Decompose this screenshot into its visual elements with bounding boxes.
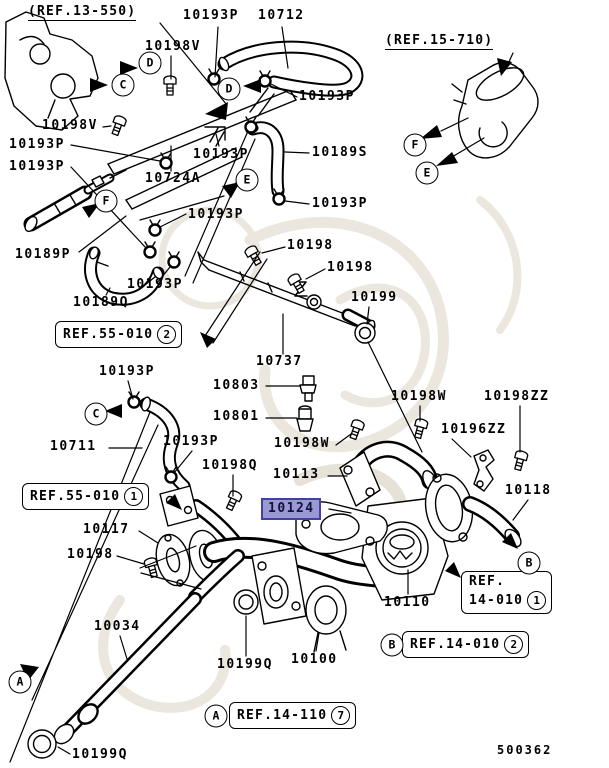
bracket-10196ZZ-art <box>473 449 495 492</box>
part-number-label[interactable]: 10198 <box>67 547 114 562</box>
part-number-label[interactable]: 10712 <box>258 8 305 23</box>
part-number-label[interactable]: 10198V <box>42 118 98 133</box>
leader-lines <box>9 22 529 763</box>
ref-link-underlined[interactable]: (REF.13-550) <box>28 4 137 21</box>
part-number-label[interactable]: 10193P <box>188 207 244 222</box>
part-number-label[interactable]: 10193P <box>99 364 155 379</box>
figure-code: 500362 <box>497 743 553 757</box>
ref-15-710-part-art <box>451 61 539 159</box>
view-marker-f: F <box>94 189 118 213</box>
part-number-label[interactable]: 10100 <box>291 652 338 667</box>
part-number-label-highlighted[interactable]: 10124 <box>261 498 321 520</box>
part-number-label[interactable]: 10711 <box>50 439 97 454</box>
pipe-10034-art <box>27 592 202 759</box>
part-number-label[interactable]: 10196ZZ <box>441 422 507 437</box>
part-number-label[interactable]: 10198ZZ <box>484 389 550 404</box>
part-number-label[interactable]: 10199Q <box>72 747 128 762</box>
ref-box-text: REF.55-010 <box>63 327 154 342</box>
part-number-label[interactable]: 10198W <box>274 436 330 451</box>
part-number-label[interactable]: 10801 <box>213 409 260 424</box>
ref-sheet-number-badge: 7 <box>331 706 351 725</box>
ref-sheet-number-badge: 2 <box>504 635 524 654</box>
part-number-label[interactable]: 10724A <box>145 171 201 186</box>
part-number-label[interactable]: 10110 <box>384 595 431 610</box>
ref-link-underlined[interactable]: (REF.15-710) <box>385 33 494 50</box>
part-number-label[interactable]: 10118 <box>505 483 552 498</box>
ref-box-text: REF.14-110 <box>237 708 328 723</box>
oring-10199-art <box>354 322 376 344</box>
joint-10803-10801-art <box>296 375 317 432</box>
part-number-label[interactable]: 10189P <box>15 247 71 262</box>
hose-10189Q-art <box>84 246 165 306</box>
ref-sheet-number-badge: 2 <box>157 325 177 344</box>
view-marker-f: F <box>403 133 427 157</box>
part-number-label[interactable]: 10193P <box>127 277 183 292</box>
part-number-label[interactable]: 10193P <box>312 196 368 211</box>
part-number-label[interactable]: 10193P <box>193 147 249 162</box>
part-number-label[interactable]: 10198Q <box>202 458 258 473</box>
view-marker-d: D <box>217 77 241 101</box>
part-number-label[interactable]: 10193P <box>183 8 239 23</box>
part-number-label[interactable]: 10193P <box>163 434 219 449</box>
ref-sheet-number-badge: 1 <box>527 591 547 610</box>
part-number-label[interactable]: 10198V <box>145 39 201 54</box>
view-marker-a: A <box>8 670 32 694</box>
view-marker-c: C <box>84 402 108 426</box>
background-watermark <box>98 196 522 713</box>
part-number-label[interactable]: 10198 <box>327 260 374 275</box>
view-marker-a: A <box>204 704 228 728</box>
view-marker-e: E <box>415 161 439 185</box>
ref-sheet-number-badge: 1 <box>124 487 144 506</box>
part-number-label[interactable]: 10034 <box>94 619 141 634</box>
part-number-label[interactable]: 10198 <box>287 238 334 253</box>
part-number-label[interactable]: 10113 <box>273 467 320 482</box>
part-number-label[interactable]: 10737 <box>256 354 303 369</box>
part-number-label[interactable]: 10117 <box>83 522 130 537</box>
view-marker-b: B <box>380 633 404 657</box>
view-marker-e: E <box>235 168 259 192</box>
part-number-label[interactable]: 10198W <box>391 389 447 404</box>
ref-box-text: REF.55-010 <box>30 489 121 504</box>
part-number-label[interactable]: 10189S <box>312 145 368 160</box>
view-marker-d: D <box>138 51 162 75</box>
part-number-label[interactable]: 10199 <box>351 290 398 305</box>
part-number-label[interactable]: 10193P <box>299 89 355 104</box>
part-number-label[interactable]: 10199Q <box>217 657 273 672</box>
view-marker-c: C <box>111 73 135 97</box>
part-number-label[interactable]: 10193P <box>9 159 65 174</box>
part-number-label[interactable]: 10803 <box>213 378 260 393</box>
ref-box-text: 14-010 <box>469 593 524 608</box>
view-marker-b: B <box>517 551 541 575</box>
throttle-body-art <box>4 11 99 131</box>
ref-box-text: REF.14-010 <box>410 637 501 652</box>
part-number-label[interactable]: 10193P <box>9 137 65 152</box>
hose-10712-art <box>217 40 364 97</box>
pointer-arrows <box>20 58 518 681</box>
part-number-label[interactable]: 10189Q <box>73 295 129 310</box>
hose-10189P-art <box>23 169 127 233</box>
ref-box-text: REF. <box>469 574 506 589</box>
